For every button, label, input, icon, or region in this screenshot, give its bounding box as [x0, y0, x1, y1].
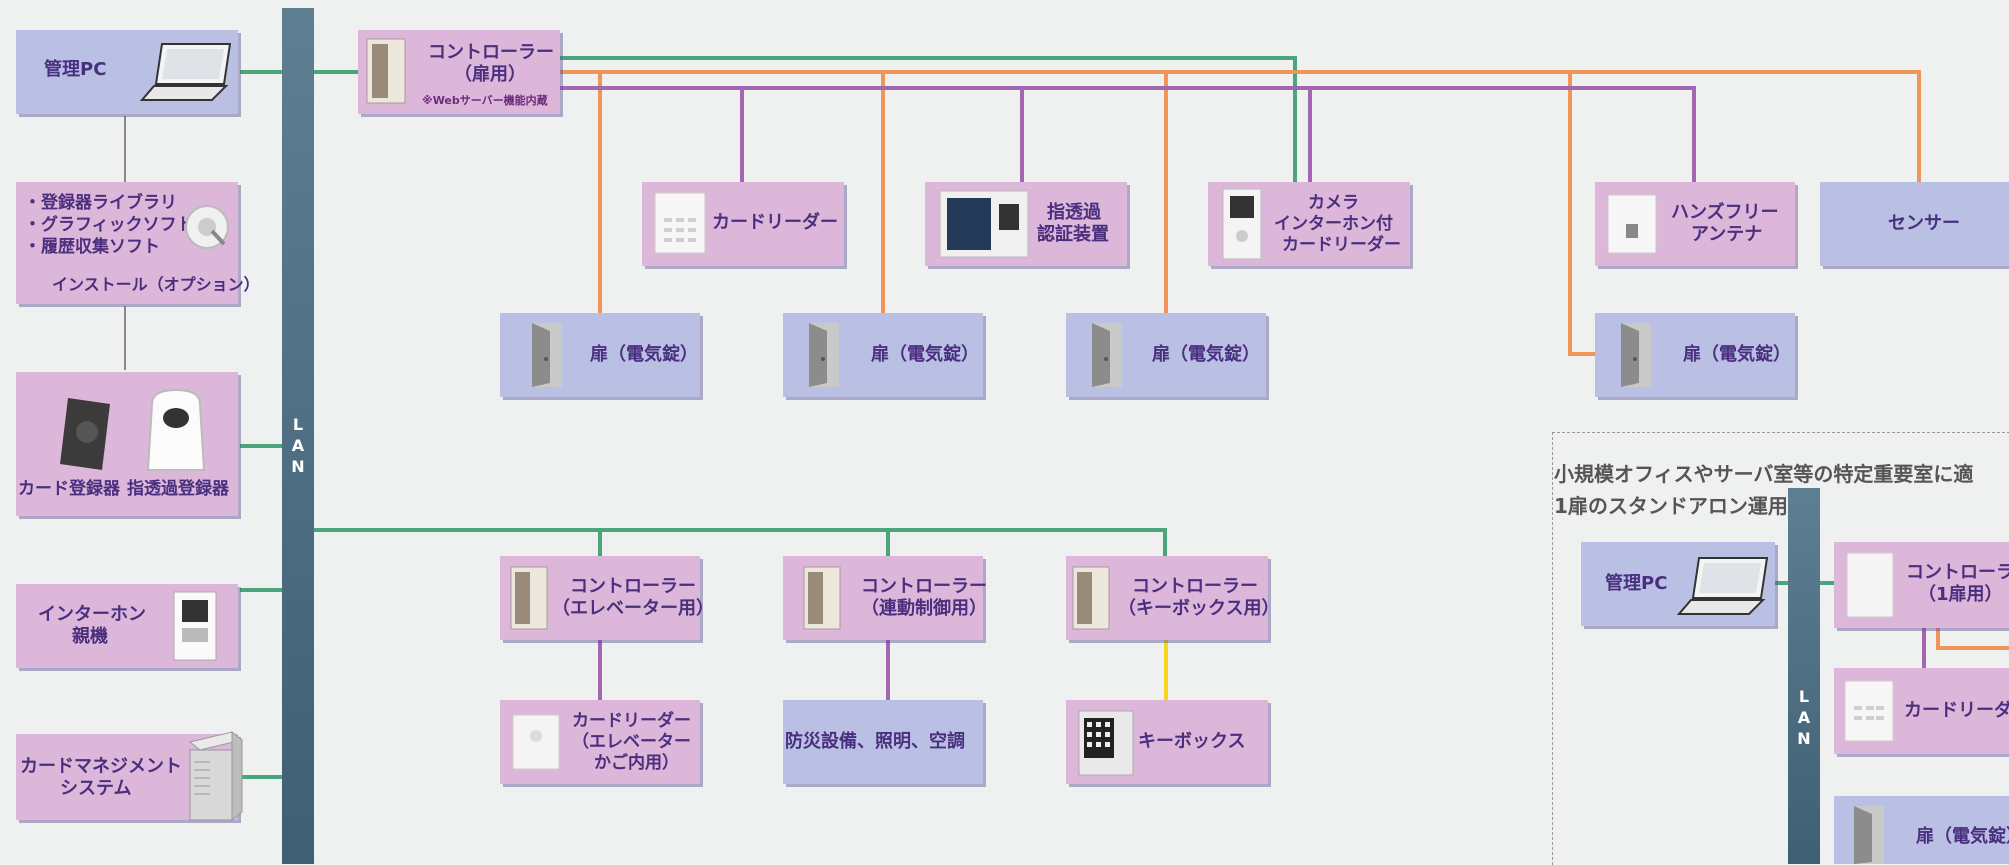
camera-reader-label-3: カードリーダー	[1282, 234, 1401, 256]
laptop-icon	[140, 40, 232, 104]
handsfree-antenna-box: ハンズフリー アンテナ	[1595, 182, 1795, 266]
camera-reader-label-2: インターホン付	[1274, 213, 1393, 235]
card-management-box: カードマネジメント システム	[16, 734, 238, 820]
software-item-2: ・グラフィックソフト	[24, 214, 194, 236]
laptop-icon	[1677, 554, 1769, 618]
door-2-box: 扉（電気錠）	[783, 313, 983, 397]
door-controller-box: コントローラー （扉用） ※Webサーバー機能内蔵	[358, 30, 560, 114]
door-icon	[1619, 321, 1653, 389]
install-disc-icon	[184, 204, 230, 250]
controller-icon	[366, 38, 406, 104]
sensor-box: センサー	[1820, 182, 2009, 266]
keybox-controller-box: コントローラー （キーボックス用）	[1066, 556, 1268, 640]
keybox-controller-label-2: （キーボックス用）	[1118, 598, 1279, 620]
finger-registrar-icon	[142, 384, 210, 476]
door-1-label: 扉（電気錠）	[590, 344, 698, 366]
door-2-label: 扉（電気錠）	[871, 344, 979, 366]
standalone-admin-pc-label: 管理PC	[1605, 573, 1667, 595]
controller-icon	[510, 566, 548, 630]
elevator-controller-box: コントローラー （エレベーター用）	[500, 556, 700, 640]
standalone-card-reader-label: カードリーダ	[1904, 700, 2009, 722]
card-management-label-2: システム	[60, 778, 131, 800]
card-reader-icon	[512, 714, 560, 770]
keybox-controller-label-1: コントローラー	[1132, 576, 1258, 598]
handsfree-antenna-icon	[1607, 194, 1657, 254]
door-controller-label-2: （扉用）	[454, 64, 526, 86]
standalone-door-box: 扉（電気錠）	[1834, 796, 2009, 864]
camera-intercom-icon	[1222, 188, 1262, 260]
standalone-caption-2: 1扉のスタンドアロン運用	[1554, 490, 1788, 519]
camera-reader-box: カメラ インターホン付 カードリーダー	[1208, 182, 1410, 266]
card-registrar-label: カード登録器	[18, 478, 120, 500]
finger-auth-label-2: 認証装置	[1037, 224, 1109, 246]
keybox-label: キーボックス	[1138, 731, 1245, 753]
admin-pc-label: 管理PC	[44, 59, 106, 81]
camera-reader-label-1: カメラ	[1308, 192, 1359, 214]
card-reader-label: カードリーダー	[712, 212, 838, 234]
door-3-box: 扉（電気錠）	[1066, 313, 1266, 397]
controller-icon	[1846, 552, 1894, 618]
install-option-label: インストール（オプション）	[52, 274, 260, 296]
card-reader-icon	[654, 192, 706, 254]
door-3-label: 扉（電気錠）	[1152, 344, 1260, 366]
finger-auth-device-icon	[939, 190, 1029, 258]
link-controller-box: コントローラー （連動制御用）	[783, 556, 983, 640]
finger-auth-label-1: 指透過	[1047, 202, 1101, 224]
door-icon	[1852, 804, 1886, 864]
intercom-parent-icon	[172, 590, 218, 662]
server-icon	[176, 730, 244, 822]
web-server-note: ※Webサーバー機能内蔵	[422, 92, 548, 108]
door-icon	[530, 321, 564, 389]
elevator-controller-label-1: コントローラー	[570, 576, 696, 598]
controller-icon	[803, 566, 841, 630]
finger-auth-box: 指透過 認証装置	[925, 182, 1127, 266]
standalone-admin-pc-box: 管理PC	[1581, 542, 1775, 626]
intercom-parent-label-1: インターホン	[38, 604, 146, 626]
intercom-parent-box: インターホン 親機	[16, 584, 238, 668]
door-icon	[807, 321, 841, 389]
controller-icon	[1072, 566, 1110, 630]
facilities-box: 防災設備、照明、空調	[783, 700, 983, 784]
standalone-controller-label-1: コントローラ	[1906, 562, 2009, 584]
software-item-1: ・登録器ライブラリ	[24, 192, 177, 214]
door-4-label: 扉（電気錠）	[1683, 344, 1791, 366]
intercom-parent-label-2: 親機	[72, 626, 108, 648]
software-item-3: ・履歴収集ソフト	[24, 236, 160, 258]
door-4-box: 扉（電気錠）	[1595, 313, 1795, 397]
registrar-box: カード登録器 指透過登録器	[16, 372, 238, 516]
facilities-label: 防災設備、照明、空調	[785, 731, 965, 753]
standalone-door-label: 扉（電気錠）	[1916, 826, 2009, 848]
elevator-reader-label-3: かご内用）	[594, 752, 679, 774]
card-registrar-icon	[56, 394, 114, 474]
link-controller-label-1: コントローラー	[861, 576, 987, 598]
card-reader-icon	[1844, 680, 1894, 742]
elevator-controller-label-2: （エレベーター用）	[552, 598, 714, 620]
elevator-reader-label-1: カードリーダー	[572, 710, 691, 732]
door-icon	[1090, 321, 1124, 389]
standalone-controller-label-2: （1扉用）	[1918, 584, 2003, 606]
keybox-icon	[1078, 710, 1134, 776]
card-management-label-1: カードマネジメント	[20, 756, 182, 778]
elevator-reader-label-2: （エレベーター	[572, 731, 691, 753]
keybox-box: キーボックス	[1066, 700, 1268, 784]
sensor-label: センサー	[1888, 213, 1960, 235]
standalone-controller-box: コントローラ （1扉用）	[1834, 542, 2009, 628]
software-box: ・登録器ライブラリ ・グラフィックソフト ・履歴収集ソフト インストール（オプシ…	[16, 182, 238, 304]
elevator-reader-box: カードリーダー （エレベーター かご内用）	[500, 700, 700, 784]
handsfree-label-1: ハンズフリー	[1671, 202, 1779, 224]
door-controller-label-1: コントローラー	[428, 42, 554, 64]
admin-pc-box: 管理PC	[16, 30, 238, 114]
standalone-caption-1: 小規模オフィスやサーバ室等の特定重要室に適	[1554, 458, 1973, 487]
standalone-card-reader-box: カードリーダ	[1834, 668, 2009, 754]
handsfree-label-2: アンテナ	[1691, 224, 1762, 246]
door-1-box: 扉（電気錠）	[500, 313, 700, 397]
link-controller-label-2: （連動制御用）	[861, 598, 987, 620]
card-reader-box: カードリーダー	[642, 182, 844, 266]
finger-registrar-label: 指透過登録器	[127, 478, 229, 500]
